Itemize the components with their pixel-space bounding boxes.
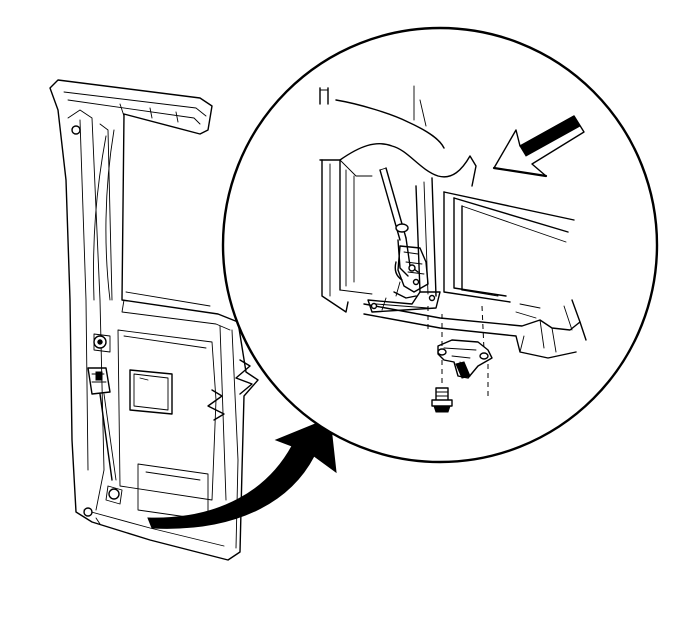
striker-bracket — [437, 339, 493, 379]
door-panel — [49, 79, 259, 561]
detail-view — [319, 85, 587, 359]
latch-assembly — [393, 245, 429, 299]
alignment-lines — [427, 305, 489, 396]
direction-arrow — [492, 115, 585, 178]
callout-arrow — [147, 417, 337, 529]
mounting-bolt — [431, 387, 453, 413]
